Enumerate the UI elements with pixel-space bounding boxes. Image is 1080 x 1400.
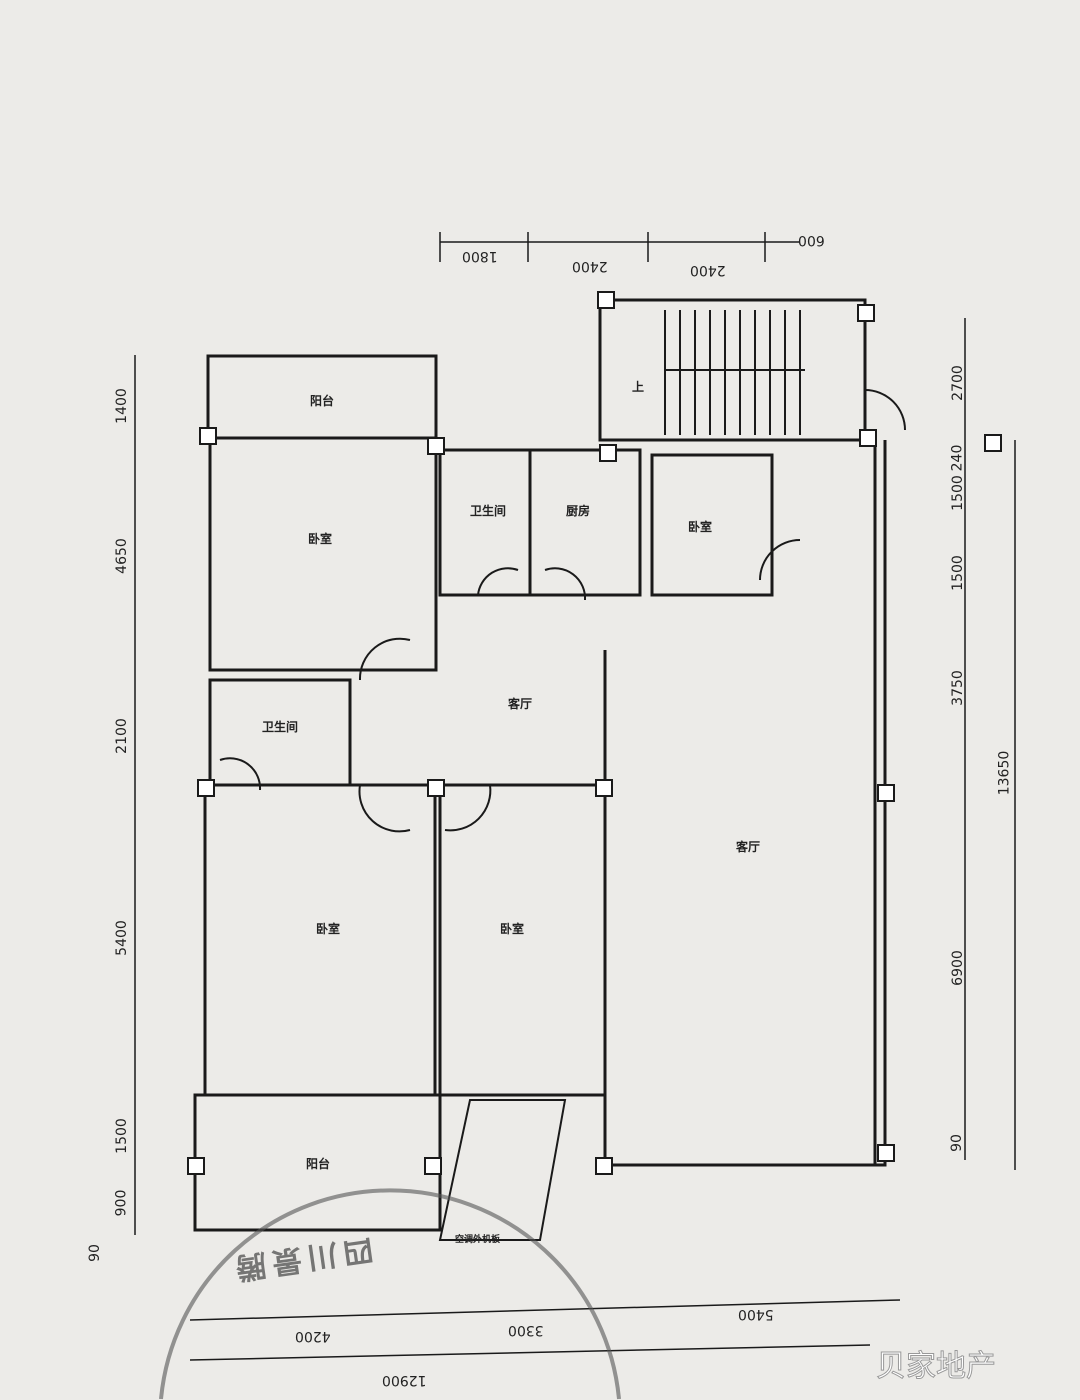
room-label: 卫生间 — [262, 720, 299, 734]
dim-bottom: 4200 — [295, 1328, 331, 1344]
company-stamp — [159, 1188, 621, 1400]
room-label: 厨房 — [566, 504, 591, 518]
dim-left: 1500 — [113, 1118, 130, 1154]
dim-right: 90 — [948, 1134, 965, 1152]
dim-left: 2100 — [113, 718, 130, 754]
dim-bottom: 5400 — [738, 1306, 774, 1322]
dim-left: 4650 — [113, 538, 130, 574]
dim-top: 2400 — [572, 258, 608, 274]
dim-bottom: 3300 — [508, 1322, 544, 1338]
dim-right: 3750 — [949, 670, 966, 706]
room-label: 阳台 — [310, 394, 335, 408]
dim-top: 600 — [798, 232, 825, 248]
dim-left: 90 — [86, 1244, 103, 1262]
stair-label: 上 — [632, 380, 645, 394]
room-label: 客厅 — [508, 697, 533, 711]
walls — [193, 298, 887, 1232]
dim-right: 6900 — [949, 950, 966, 986]
dim-left: 900 — [113, 1189, 130, 1217]
dim-right: 2700 — [949, 365, 966, 401]
dim-top: 1800 — [462, 248, 498, 264]
dim-left: 1400 — [113, 388, 130, 424]
columns — [187, 291, 1002, 1175]
stairs — [664, 310, 805, 435]
room-label: 客厅 — [736, 840, 761, 854]
doors — [219, 389, 906, 1241]
dim-right: 240 — [949, 444, 966, 472]
dim-top: 2400 — [690, 262, 726, 278]
dimension-lines — [134, 232, 1016, 1361]
dim-right: 1500 — [949, 475, 966, 511]
room-label: 阳台 — [306, 1157, 331, 1171]
dim-left: 5400 — [113, 920, 130, 956]
dim-right: 1500 — [949, 555, 966, 591]
room-label: 卧室 — [308, 532, 333, 546]
watermark: 贝家地产 — [876, 1349, 997, 1384]
room-label: 空调外机板 — [455, 1235, 501, 1245]
room-label: 卧室 — [500, 922, 525, 936]
room-label: 卧室 — [316, 922, 341, 936]
room-label: 卧室 — [688, 520, 713, 534]
dim-right-total: 13650 — [996, 750, 1013, 796]
dim-bottom-total: 12900 — [382, 1372, 427, 1388]
room-label: 卫生间 — [470, 504, 507, 518]
